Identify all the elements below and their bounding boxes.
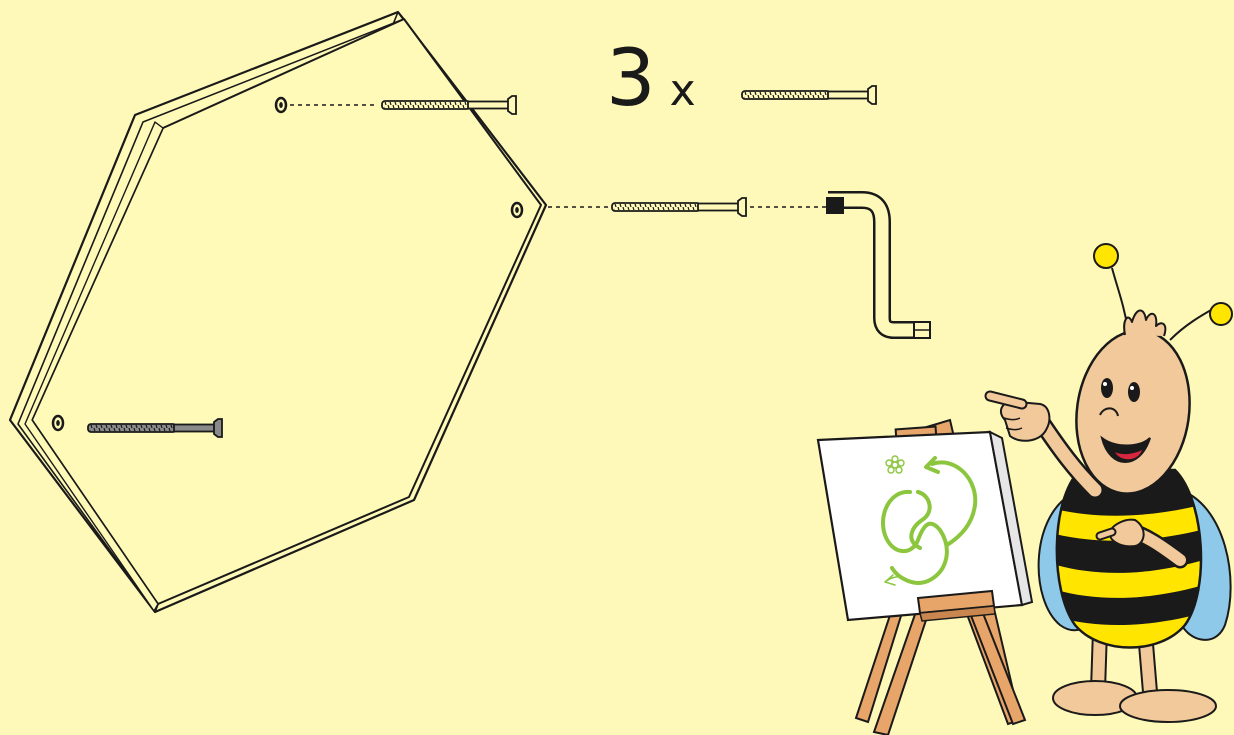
screw-hole-right [510, 201, 524, 219]
eye-right [1128, 382, 1140, 402]
screw-hole-top [274, 96, 288, 114]
screw-icon [741, 85, 877, 105]
bee-mascot-icon [984, 243, 1233, 723]
canvas-board [816, 430, 1034, 622]
screw-icon [87, 418, 223, 438]
hexagon-panel-icon [8, 10, 548, 614]
screw-icon [611, 197, 747, 217]
antenna-ball-left [1093, 243, 1119, 269]
pointing-hand [984, 390, 1051, 442]
quantity-label: 3 x [606, 40, 696, 118]
quantity-multiplier: x [669, 65, 696, 116]
flower-icon [885, 455, 905, 474]
hex-key-icon [826, 191, 931, 339]
eye-left [1101, 378, 1113, 398]
quantity-number: 3 [606, 34, 656, 124]
canvas-drawing-icon [881, 456, 978, 586]
antenna-ball-right [1209, 302, 1233, 326]
screw-hole-left [51, 414, 65, 432]
mouth [1100, 435, 1151, 463]
screw-icon [381, 95, 517, 115]
foot-right [1119, 689, 1217, 723]
easel-icon [816, 418, 1034, 735]
